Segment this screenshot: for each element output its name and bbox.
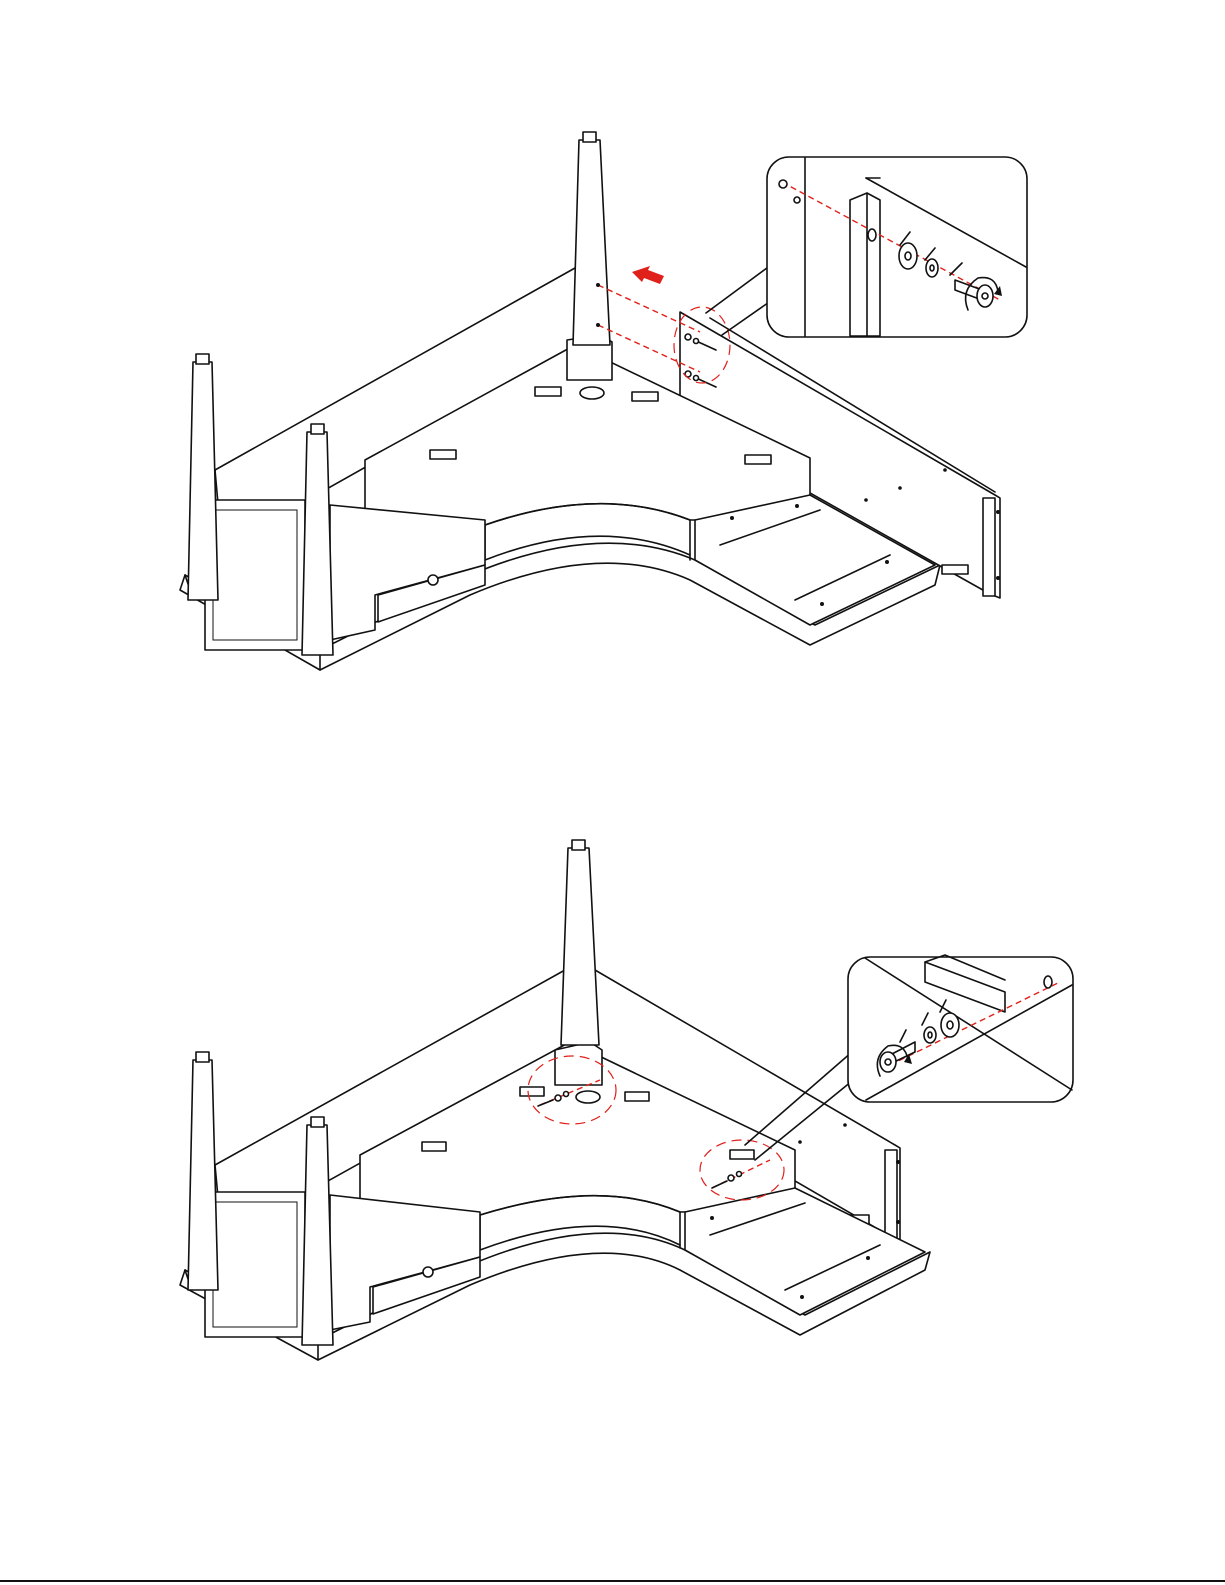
detail-box-bottom [848,955,1073,1102]
lock-washer-icon [924,1027,936,1043]
red-arrow-icon [632,266,664,284]
leg-back-left [188,354,218,600]
detail-box-top [767,157,1027,337]
assembly-diagram-bottom [0,820,1225,1380]
leg-front-left [302,1117,333,1345]
leg-back-corner [573,132,610,345]
leg-back-corner [561,840,599,1045]
drawer [205,1192,480,1337]
washer-icon [941,1013,959,1037]
assembly-diagram-bottom-svg [0,820,1225,1380]
footer-rule [0,1580,1225,1582]
drawer [205,500,485,650]
lock-washer-icon [926,259,938,277]
assembly-diagram-top [0,0,1225,700]
callout-pointer [706,262,775,335]
washer-icon [899,243,917,269]
leg-front-left [302,424,333,655]
leg-back-left [188,1052,218,1290]
assembly-diagram-top-svg [0,0,1225,700]
